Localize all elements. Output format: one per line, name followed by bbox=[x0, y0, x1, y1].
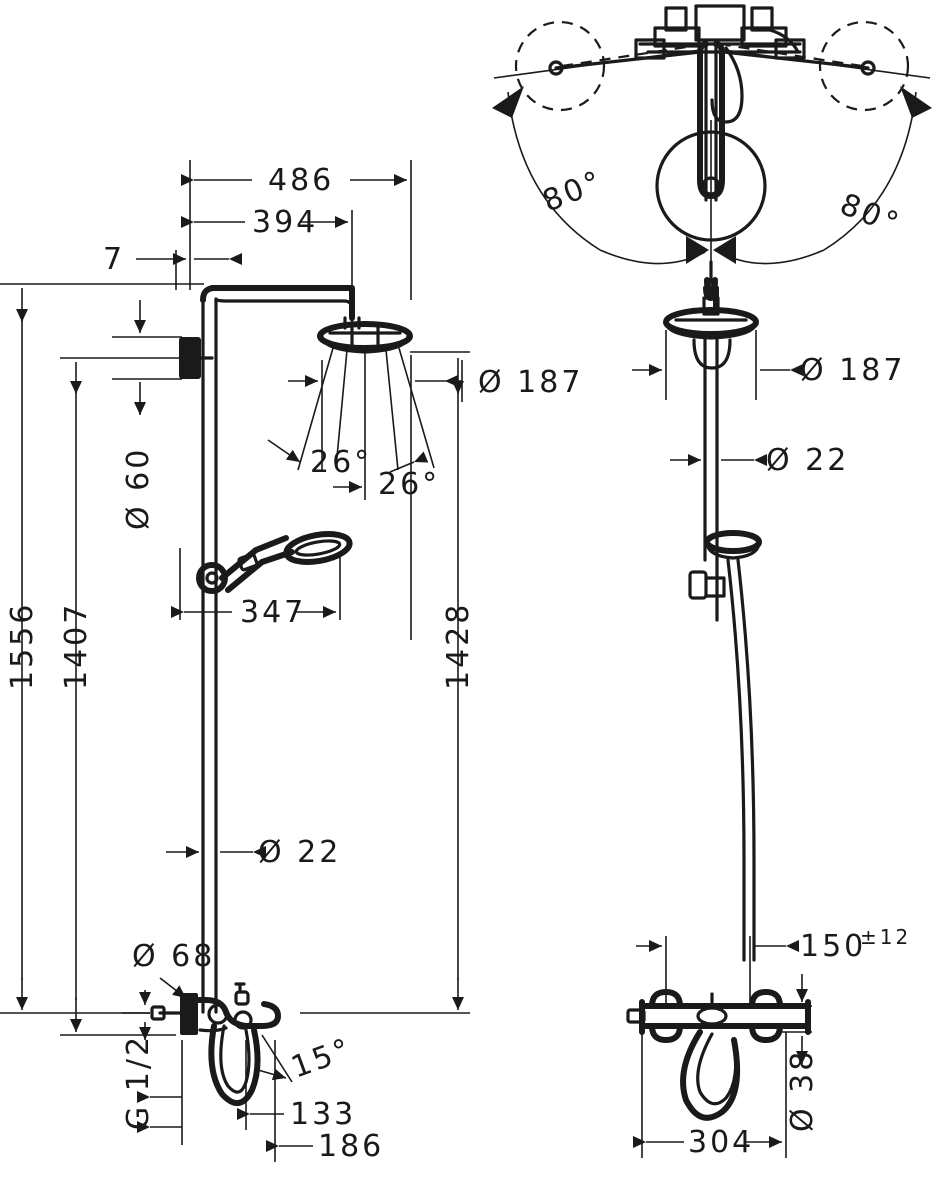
dim-label-150-tolerance: ±12 bbox=[860, 925, 911, 949]
dim-label-diameter-68: Ø 68 bbox=[132, 939, 215, 974]
dim-group-1556: 1556 bbox=[0, 283, 204, 1014]
dim-group-diameter-38: Ø 38 bbox=[780, 974, 820, 1132]
dim-label-g12: G 1/2 bbox=[121, 1034, 156, 1130]
valve-body-top-view bbox=[634, 4, 806, 202]
handshower-bracket-front bbox=[688, 558, 726, 622]
dim-label-347: 347 bbox=[240, 595, 306, 630]
dim-label-7: 7 bbox=[103, 242, 125, 277]
dim-label-394: 394 bbox=[252, 205, 318, 240]
swivel-arrow-left bbox=[492, 86, 524, 118]
dim-group-diameter-60: Ø 60 bbox=[112, 300, 182, 530]
dim-label-150: 150 bbox=[800, 929, 866, 964]
escutcheon-68 bbox=[180, 993, 198, 1035]
dim-label-diameter-60: Ø 60 bbox=[121, 447, 156, 530]
swivel-arrow-right bbox=[900, 86, 932, 118]
overhead-shower-side bbox=[317, 316, 413, 354]
dim-label-diameter-187: Ø 187 bbox=[478, 365, 583, 400]
front-elevation-view: Ø 187 Ø 22 150 ±12 Ø 38 bbox=[626, 285, 911, 1160]
dim-group-diameter-68: Ø 68 bbox=[132, 939, 215, 999]
dim-label-diameter-187-front: Ø 187 bbox=[800, 353, 905, 388]
thermostat-valve-front bbox=[626, 989, 811, 1121]
dim-group-347: 347 bbox=[171, 548, 341, 630]
wall-bracket-escutcheon bbox=[179, 337, 201, 379]
top-view-swivel-range: 80° 80° bbox=[492, 4, 932, 295]
dim-label-304: 304 bbox=[688, 1125, 754, 1160]
dim-label-angle-right: 26° bbox=[378, 467, 440, 502]
dim-group-diameter-22-front: Ø 22 bbox=[670, 443, 849, 478]
overhead-shower-front bbox=[663, 307, 759, 370]
shelf-holder-front bbox=[704, 530, 762, 560]
swivel-position-left bbox=[514, 20, 606, 112]
hand-shower-side bbox=[196, 531, 353, 594]
dim-label-angle-left: 26° bbox=[310, 445, 372, 480]
dim-group-diameter-187: Ø 187 bbox=[288, 355, 583, 640]
dim-group-diameter-22-side: Ø 22 bbox=[166, 835, 341, 870]
dim-label-133: 133 bbox=[290, 1097, 356, 1132]
dim-label-486: 486 bbox=[268, 163, 334, 198]
dim-group-1428: 1428 bbox=[300, 351, 476, 1014]
dim-label-diameter-22-side: Ø 22 bbox=[258, 835, 341, 870]
dim-group-133: 133 bbox=[237, 1040, 356, 1132]
dim-label-diameter-22-front: Ø 22 bbox=[766, 443, 849, 478]
dim-group-angle-15: 15° bbox=[257, 1031, 357, 1086]
dim-label-swivel-left: 80° bbox=[538, 164, 609, 220]
dim-label-angle-15: 15° bbox=[287, 1031, 357, 1085]
dim-group-186: 186 bbox=[266, 1040, 384, 1164]
dim-group-top-horizontal: 486 394 7 bbox=[103, 160, 412, 300]
dim-group-150: 150 ±12 bbox=[636, 925, 911, 1008]
dim-label-1428: 1428 bbox=[441, 602, 476, 690]
dim-group-g12: G 1/2 bbox=[121, 990, 183, 1145]
product-outline-side bbox=[150, 285, 435, 1106]
dim-label-1407: 1407 bbox=[59, 602, 94, 690]
dim-label-186: 186 bbox=[318, 1129, 384, 1164]
spray-cone-lines bbox=[297, 347, 435, 500]
dim-group-304: 304 bbox=[633, 1032, 787, 1160]
dim-group-spray-angles: 26° 26° bbox=[267, 439, 440, 502]
dim-group-1407: 1407 bbox=[59, 357, 180, 1036]
dim-label-diameter-38: Ø 38 bbox=[785, 1049, 820, 1132]
thermostat-valve-side bbox=[150, 982, 281, 1106]
dim-label-1556: 1556 bbox=[5, 602, 40, 690]
swivel-position-right bbox=[818, 20, 910, 112]
dim-group-diameter-187-front: Ø 187 bbox=[632, 330, 905, 400]
side-elevation-view: 486 394 7 Ø 60 Ø 187 bbox=[0, 160, 583, 1164]
